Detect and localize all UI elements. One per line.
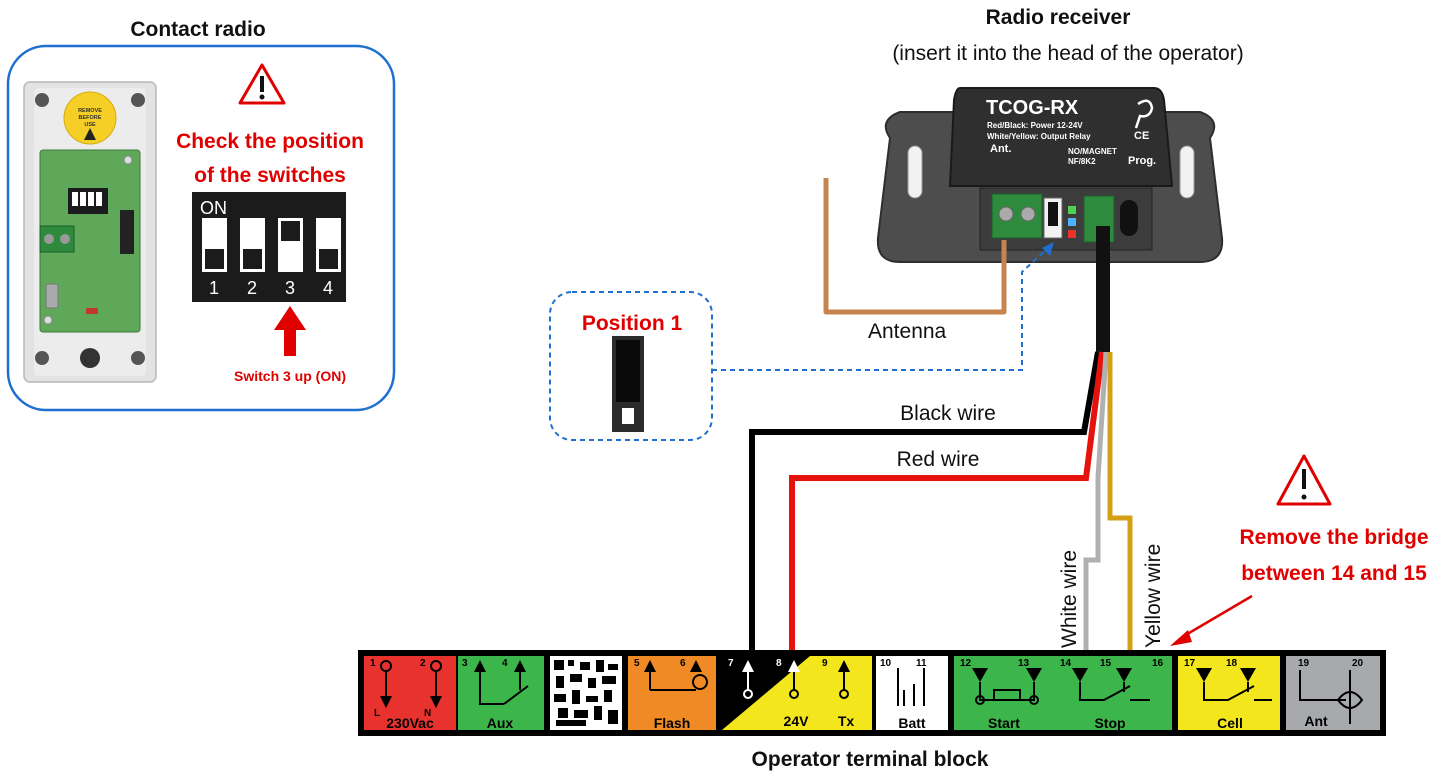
red-wire-label: Red wire bbox=[897, 448, 980, 471]
terminal-num: 12 bbox=[960, 658, 972, 669]
red-wire bbox=[789, 351, 1105, 658]
black-wire-label: Black wire bbox=[900, 402, 996, 425]
contact-radio-frame bbox=[6, 44, 396, 412]
terminal-block-title: Operator terminal block bbox=[752, 748, 989, 771]
terminal-num: 13 bbox=[1018, 658, 1030, 669]
dip-number-3: 3 bbox=[285, 278, 295, 298]
dip-number-1: 1 bbox=[209, 278, 219, 298]
terminal-start: 12 13 Start bbox=[954, 656, 1054, 731]
receiver-no-magnet: NO/MAGNET bbox=[1068, 147, 1117, 156]
terminal-num: 11 bbox=[916, 658, 927, 669]
radio-receiver-device bbox=[876, 87, 1224, 263]
position-1-switch-icon bbox=[612, 336, 644, 432]
terminal-num: 19 bbox=[1298, 658, 1310, 669]
terminal-num: 10 bbox=[880, 658, 892, 669]
yellow-wire bbox=[1107, 352, 1133, 658]
dip-switch-block: ON 1 2 3 4 bbox=[192, 192, 346, 302]
warning-icon bbox=[238, 63, 286, 105]
device-tag-line-2: BEFORE bbox=[79, 115, 102, 121]
terminal-label: Stop bbox=[1094, 715, 1125, 731]
receiver-logo-icon bbox=[1134, 99, 1154, 129]
terminal-label: Cell bbox=[1217, 715, 1243, 731]
receiver-cable bbox=[1096, 226, 1110, 352]
white-wire-label: White wire bbox=[1058, 550, 1081, 648]
terminal-stop: 14 15 16 Stop bbox=[1054, 656, 1172, 731]
switch-warning-line-2: of the switches bbox=[194, 164, 346, 187]
antenna-wire bbox=[823, 178, 1007, 315]
bridge-warning-line-2: between 14 and 15 bbox=[1241, 562, 1427, 585]
terminal-extra: L bbox=[374, 708, 380, 719]
device-tag-line-1: REMOVE bbox=[78, 108, 102, 114]
terminal-extra: N bbox=[424, 708, 431, 719]
terminal-aux: 3 4 Aux bbox=[458, 656, 544, 731]
terminal-label: 230Vac bbox=[386, 715, 434, 731]
terminal-flash: 5 6 Flash bbox=[628, 656, 716, 731]
terminal-label: Ant bbox=[1304, 713, 1328, 729]
terminal-num: 5 bbox=[634, 658, 640, 669]
bridge-pointer-line bbox=[1183, 594, 1253, 638]
black-wire bbox=[749, 351, 1101, 658]
dip-on-label: ON bbox=[200, 198, 227, 218]
terminal-label: Aux bbox=[487, 715, 514, 731]
contact-radio-title: Contact radio bbox=[130, 18, 265, 41]
yellow-wire-label: Yellow wire bbox=[1142, 544, 1165, 648]
terminal-num: 16 bbox=[1152, 658, 1164, 669]
receiver-ant: Ant. bbox=[990, 143, 1011, 155]
switch-3-note: Switch 3 up (ON) bbox=[234, 368, 346, 384]
device-tag-line-3: USE bbox=[84, 122, 96, 128]
terminal-num: 17 bbox=[1184, 658, 1196, 669]
antenna-label: Antenna bbox=[868, 320, 947, 343]
bridge-pointer-arrow-icon bbox=[1170, 630, 1192, 646]
terminal-24v-tx: 7 8 9 24V Tx bbox=[722, 656, 872, 730]
receiver-subtitle: (insert it into the head of the operator… bbox=[892, 42, 1243, 65]
terminal-num: 18 bbox=[1226, 658, 1238, 669]
terminal-num: 7 bbox=[728, 658, 734, 669]
terminal-extra: Tx bbox=[838, 713, 855, 729]
position-pointer-line bbox=[712, 245, 1051, 371]
terminal-230vac: 1 2 L N 230Vac bbox=[364, 656, 456, 731]
dip-number-2: 2 bbox=[247, 278, 257, 298]
terminal-num: 8 bbox=[776, 658, 782, 669]
terminal-batt: 10 11 Batt bbox=[876, 656, 948, 731]
contact-radio-device: REMOVE BEFORE USE bbox=[23, 81, 157, 383]
position-1-label: Position 1 bbox=[582, 312, 683, 335]
receiver-line-1: Red/Black: Power 12-24V bbox=[987, 121, 1083, 130]
receiver-title: Radio receiver bbox=[986, 6, 1131, 29]
terminal-num: 4 bbox=[502, 658, 508, 669]
dip-number-4: 4 bbox=[323, 278, 333, 298]
terminal-num: 1 bbox=[370, 658, 376, 669]
bridge-warning-icon bbox=[1276, 454, 1332, 506]
switch-3-arrow-icon bbox=[274, 306, 306, 356]
terminal-num: 15 bbox=[1100, 658, 1112, 669]
terminal-num: 2 bbox=[420, 658, 426, 669]
terminal-label: Start bbox=[988, 715, 1020, 731]
terminal-num: 6 bbox=[680, 658, 686, 669]
receiver-ce: CE bbox=[1134, 130, 1149, 142]
switch-warning-line-1: Check the position bbox=[176, 130, 364, 153]
receiver-model: TCOG-RX bbox=[986, 97, 1079, 119]
terminal-label: 24V bbox=[784, 713, 810, 729]
terminal-num: 9 bbox=[822, 658, 828, 669]
receiver-prog: Prog. bbox=[1128, 155, 1156, 167]
qr-code-icon bbox=[550, 656, 622, 730]
position-pointer-arrow-icon bbox=[1042, 242, 1054, 256]
terminal-ant: 19 20 Ant bbox=[1286, 656, 1380, 730]
terminal-label: Batt bbox=[898, 715, 926, 731]
receiver-line-2: White/Yellow: Output Relay bbox=[987, 132, 1091, 141]
terminal-num: 14 bbox=[1060, 658, 1072, 669]
terminal-label: Flash bbox=[654, 715, 691, 731]
terminal-num: 20 bbox=[1352, 658, 1364, 669]
receiver-nf: NF/8K2 bbox=[1068, 157, 1096, 166]
white-wire bbox=[1083, 351, 1109, 658]
bridge-warning-line-1: Remove the bridge bbox=[1239, 526, 1428, 549]
terminal-cell: 17 18 Cell bbox=[1178, 656, 1280, 731]
terminal-num: 3 bbox=[462, 658, 468, 669]
